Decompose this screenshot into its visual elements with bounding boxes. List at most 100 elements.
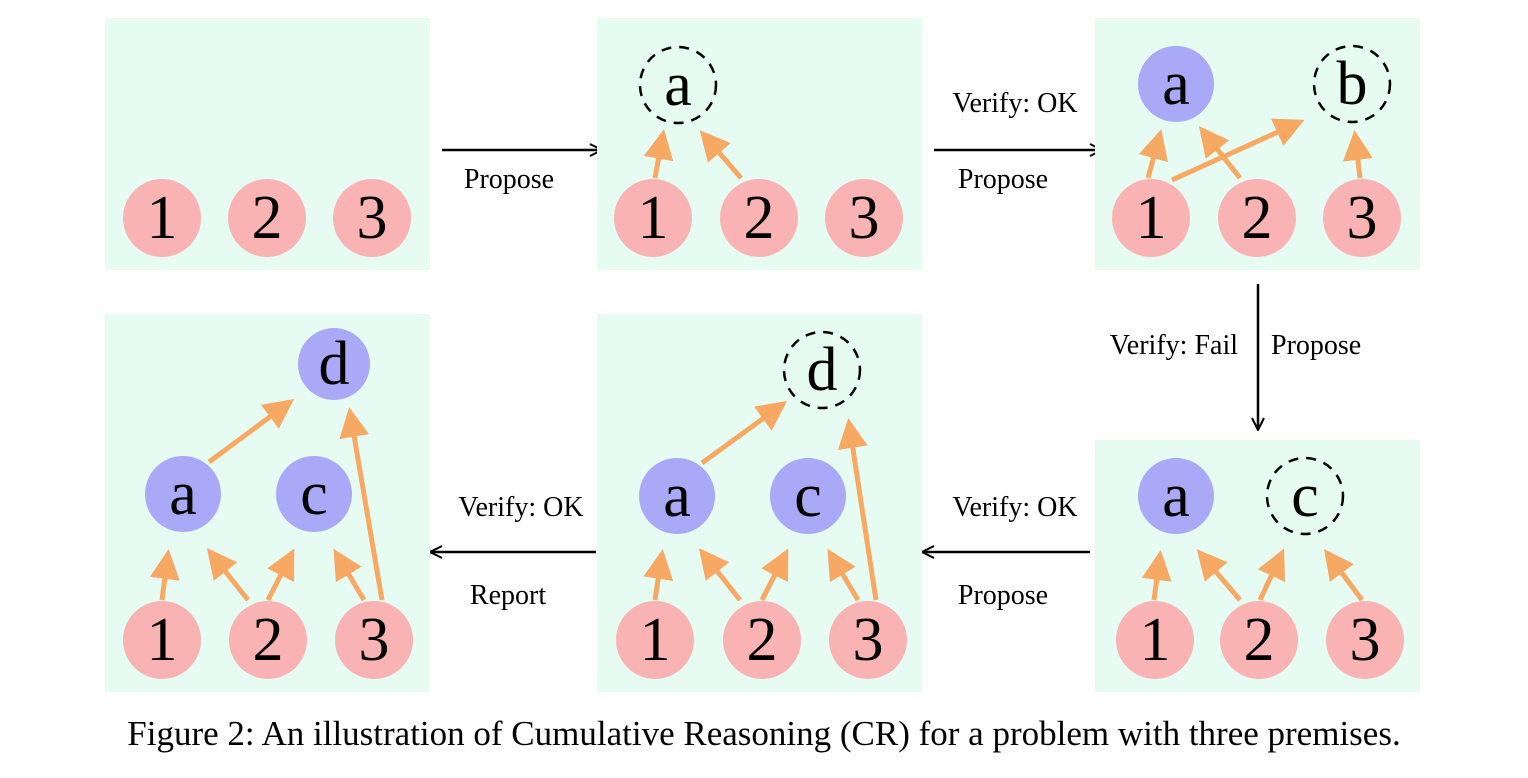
- svg-text:1: 1: [1140, 606, 1171, 674]
- transition-1: Propose: [442, 150, 602, 195]
- svg-text:3: 3: [357, 184, 388, 252]
- edge-3-to-b: [1342, 130, 1373, 179]
- panel-4: a c 1 2 3: [1095, 440, 1420, 692]
- transition-label: Verify: OK: [952, 88, 1077, 119]
- edge-2-to-a: [699, 130, 743, 180]
- transition-label: Propose: [958, 164, 1048, 195]
- svg-text:2: 2: [1242, 184, 1273, 252]
- svg-text:c: c: [1291, 462, 1319, 530]
- premise-node-2: 2: [1218, 179, 1296, 257]
- transition-3: Verify: Fail Propose: [1110, 284, 1361, 430]
- premise-node-2: 2: [228, 179, 306, 257]
- verified-node-a: a: [1138, 458, 1214, 534]
- svg-text:a: a: [1162, 50, 1190, 118]
- premise-node-3: 3: [1326, 601, 1404, 679]
- svg-text:2: 2: [747, 606, 778, 674]
- verified-node-c: c: [276, 456, 352, 532]
- premise-node-3: 3: [335, 601, 413, 679]
- edge-2-to-a: [1196, 549, 1242, 602]
- svg-text:d: d: [807, 336, 838, 404]
- transition-label: Propose: [958, 580, 1048, 611]
- verified-node-a: a: [145, 456, 221, 532]
- svg-text:2: 2: [253, 606, 284, 674]
- svg-text:b: b: [1337, 50, 1368, 118]
- svg-text:1: 1: [147, 606, 178, 674]
- svg-text:1: 1: [638, 184, 669, 252]
- premise-node-3: 3: [829, 601, 907, 679]
- transition-4: Verify: OK Propose: [922, 492, 1090, 611]
- svg-text:d: d: [319, 330, 350, 398]
- edge-2-to-a: [1198, 126, 1242, 180]
- svg-text:3: 3: [853, 606, 884, 674]
- svg-text:1: 1: [147, 184, 178, 252]
- edge-3-to-d: [837, 418, 879, 601]
- svg-text:2: 2: [1244, 606, 1275, 674]
- edge-1-to-b: [1170, 118, 1305, 183]
- verified-node-c: c: [770, 458, 846, 534]
- premise-node-1: 1: [123, 601, 201, 679]
- svg-text:3: 3: [1347, 184, 1378, 252]
- svg-text:2: 2: [744, 184, 775, 252]
- transition-5: Verify: OK Report: [430, 492, 596, 611]
- transition-label: Propose: [464, 164, 554, 195]
- panel-5: d a c 1 2 3: [597, 314, 922, 692]
- svg-text:1: 1: [640, 606, 671, 674]
- svg-text:3: 3: [359, 606, 390, 674]
- svg-text:a: a: [169, 460, 197, 528]
- svg-text:3: 3: [849, 184, 880, 252]
- figure-caption: Figure 2: An illustration of Cumulative …: [127, 714, 1401, 753]
- premise-node-2: 2: [723, 601, 801, 679]
- transition-label: Verify: OK: [952, 492, 1077, 523]
- verified-node-a: a: [1138, 46, 1214, 122]
- edge-1-to-a: [643, 549, 674, 601]
- edge-2-to-a: [698, 548, 742, 602]
- edge-1-to-a: [1138, 129, 1168, 179]
- premise-node-1: 1: [123, 179, 201, 257]
- proposed-node-d: d: [782, 330, 862, 410]
- svg-text:2: 2: [252, 184, 283, 252]
- svg-text:3: 3: [1350, 606, 1381, 674]
- edge-a-to-d: [207, 399, 295, 465]
- proposed-node-c: c: [1265, 456, 1345, 536]
- edge-a-to-d: [700, 401, 788, 466]
- edge-3-to-c: [1324, 548, 1365, 602]
- svg-text:a: a: [663, 462, 691, 530]
- svg-text:a: a: [664, 51, 692, 119]
- verified-node-d: d: [298, 328, 370, 400]
- panel-3: a b 1 2 3: [1095, 18, 1420, 270]
- edge-1-to-a: [643, 129, 674, 179]
- premise-node-1: 1: [616, 601, 694, 679]
- premise-node-3: 3: [825, 179, 903, 257]
- transition-label: Report: [470, 580, 546, 611]
- edge-3-to-d: [339, 407, 385, 601]
- transition-2: Verify: OK Propose: [934, 88, 1102, 195]
- verified-node-a: a: [639, 458, 715, 534]
- premise-node-3: 3: [333, 179, 411, 257]
- premise-node-1: 1: [614, 179, 692, 257]
- edge-2-to-c: [759, 548, 789, 602]
- svg-text:a: a: [1162, 462, 1190, 530]
- panel-2: a 1 2 3: [597, 18, 922, 270]
- premise-node-2: 2: [720, 179, 798, 257]
- premise-node-2: 2: [1220, 601, 1298, 679]
- premise-node-2: 2: [229, 601, 307, 679]
- premise-node-1: 1: [1112, 179, 1190, 257]
- edge-2-to-c: [1257, 548, 1285, 602]
- transition-label: Propose: [1271, 330, 1361, 361]
- panel-6: d a c 1 2 3: [105, 314, 430, 692]
- transition-label: Verify: OK: [458, 492, 583, 523]
- svg-text:c: c: [300, 460, 328, 528]
- premise-node-1: 1: [1116, 601, 1194, 679]
- edge-2-to-a: [206, 548, 250, 602]
- edge-3-to-c: [333, 548, 367, 602]
- edge-2-to-c: [265, 548, 295, 602]
- edge-1-to-a: [1141, 550, 1172, 601]
- transition-label: Verify: Fail: [1110, 330, 1239, 361]
- edge-3-to-c: [827, 548, 861, 602]
- cr-diagram: 1 2 3 Propose a: [105, 18, 1420, 692]
- svg-text:c: c: [794, 462, 822, 530]
- edge-1-to-a: [149, 549, 180, 601]
- premise-node-3: 3: [1323, 179, 1401, 257]
- proposed-node-a: a: [638, 45, 718, 125]
- svg-text:1: 1: [1136, 184, 1167, 252]
